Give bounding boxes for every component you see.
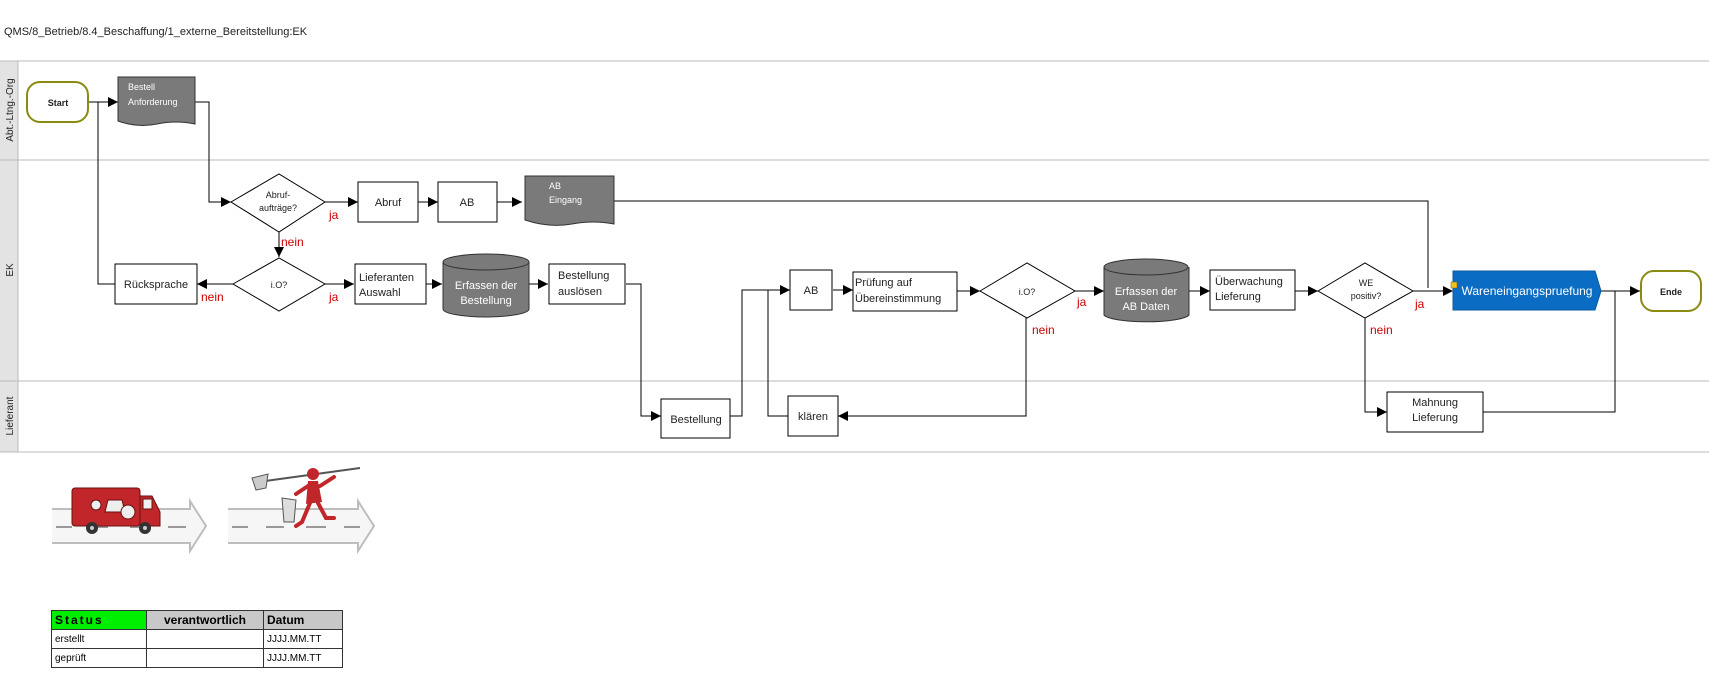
table-row: geprüft JJJJ.MM.TT <box>51 648 343 668</box>
end-event[interactable]: Ende <box>1640 270 1702 312</box>
decision-io-mid[interactable]: i.O? <box>979 262 1077 319</box>
process-klaeren[interactable]: klären <box>787 395 839 437</box>
decision-label-line1: WE <box>1359 278 1374 288</box>
label-nein-we: nein <box>1370 323 1393 337</box>
lane-label-abt: Abt.-Ltng.-Org <box>5 78 16 141</box>
breadcrumb-path: QMS/8_Betrieb/8.4_Beschaffung/1_externe_… <box>4 26 308 38</box>
process-ab-top[interactable]: AB <box>437 181 498 223</box>
label-nein-abruf: nein <box>281 235 304 249</box>
process-label-line1: Lieferanten <box>359 272 414 284</box>
label-ja-we: ja <box>1414 297 1425 311</box>
process-mahnung-lieferung[interactable]: Mahnung Lieferung <box>1386 391 1484 433</box>
status-table: Status verantwortlich Datum erstellt JJJ… <box>51 610 343 668</box>
decision-label: i.O? <box>271 280 288 290</box>
process-label: Abruf <box>375 197 402 209</box>
process-label-line1: Bestellung <box>558 270 609 282</box>
process-bestellung-ausloesen[interactable]: Bestellung auslösen <box>548 263 626 305</box>
process-ruecksprache[interactable]: Rücksprache <box>114 263 198 305</box>
decision-we-positiv[interactable]: WE positiv? <box>1317 262 1415 319</box>
cell-datum[interactable]: JJJJ.MM.TT <box>263 629 343 649</box>
process-label-line1: Prüfung auf <box>855 277 913 289</box>
document-ab-eingang[interactable]: AB Eingang <box>524 175 615 226</box>
connectors <box>88 97 1640 421</box>
process-label-line2: Auswahl <box>359 287 401 299</box>
decision-io-left[interactable]: i.O? <box>231 257 327 312</box>
db-label-line1: Erfassen der <box>455 280 518 292</box>
cell-verantwortlich[interactable] <box>146 629 264 649</box>
link-marker-icon <box>1450 281 1458 289</box>
start-label: Start <box>48 98 69 108</box>
process-ueberwachung-lieferung[interactable]: Überwachung Lieferung <box>1209 269 1296 311</box>
decision-label: i.O? <box>1019 287 1036 297</box>
db-label-line2: Bestellung <box>460 295 511 307</box>
db-label-line2: AB Daten <box>1122 301 1169 313</box>
label-ja-io-left: ja <box>328 290 339 304</box>
decision-label-line1: Abruf- <box>266 190 291 200</box>
process-label: klären <box>798 411 828 423</box>
process-wareneingangspruefung[interactable]: Wareneingangspruefung <box>1450 270 1602 311</box>
header-datum: Datum <box>263 610 343 630</box>
process-label-line2: auslösen <box>558 286 602 298</box>
start-event[interactable]: Start <box>26 81 89 123</box>
label-ja-io-mid: ja <box>1076 295 1087 309</box>
decision-label-line2: aufträge? <box>259 203 297 213</box>
label-nein-io-mid: nein <box>1032 323 1055 337</box>
truck-illustration <box>52 487 208 555</box>
header-status: Status <box>51 610 147 630</box>
process-label-line2: Lieferung <box>1215 291 1261 303</box>
process-label: AB <box>460 197 475 209</box>
process-abruf[interactable]: Abruf <box>357 181 419 223</box>
process-ab-mid[interactable]: AB <box>789 269 833 311</box>
cell-verantwortlich[interactable] <box>146 648 264 668</box>
doc-label-line1: Bestell <box>128 82 155 92</box>
end-label: Ende <box>1660 287 1682 297</box>
process-label-line1: Mahnung <box>1412 397 1458 409</box>
doc-label-line2: Eingang <box>549 195 582 205</box>
worker-illustration <box>228 467 376 555</box>
decision-label-line2: positiv? <box>1351 291 1382 301</box>
cell-status: erstellt <box>51 629 147 649</box>
process-label-line1: Überwachung <box>1215 276 1283 288</box>
header-verantwortlich: verantwortlich <box>146 610 264 630</box>
db-label-line1: Erfassen der <box>1115 286 1178 298</box>
cell-status: geprüft <box>51 648 147 668</box>
process-label-line2: Übereinstimmung <box>855 293 941 305</box>
lane-label-lieferant: Lieferant <box>5 396 16 435</box>
process-label: AB <box>804 285 819 297</box>
label-nein-io-left: nein <box>201 290 224 304</box>
process-label: Wareneingangspruefung <box>1462 284 1593 298</box>
status-table-header: Status verantwortlich Datum <box>51 610 343 630</box>
process-lieferanten-auswahl[interactable]: Lieferanten Auswahl <box>354 263 427 305</box>
document-bestell-anforderung[interactable]: Bestell Anforderung <box>117 76 196 126</box>
process-label: Bestellung <box>670 414 721 426</box>
cell-datum[interactable]: JJJJ.MM.TT <box>263 648 343 668</box>
label-ja-abruf: ja <box>328 208 339 222</box>
doc-label-line1: AB <box>549 181 561 191</box>
process-pruefung[interactable]: Prüfung auf Übereinstimmung <box>852 271 958 312</box>
doc-label-line2: Anforderung <box>128 97 178 107</box>
process-label-line2: Lieferung <box>1412 412 1458 424</box>
swimlanes: Abt.-Ltng.-Org EK Lieferant <box>0 60 1709 453</box>
process-bestellung[interactable]: Bestellung <box>660 398 731 439</box>
lane-label-ek: EK <box>5 263 16 277</box>
decision-abrufauftraege[interactable]: Abruf- aufträge? <box>230 173 326 233</box>
database-erfassen-ab-daten[interactable]: Erfassen der AB Daten <box>1103 258 1190 323</box>
table-row: erstellt JJJJ.MM.TT <box>51 629 343 649</box>
process-label: Rücksprache <box>124 279 188 291</box>
database-erfassen-bestellung[interactable]: Erfassen der Bestellung <box>442 253 530 318</box>
